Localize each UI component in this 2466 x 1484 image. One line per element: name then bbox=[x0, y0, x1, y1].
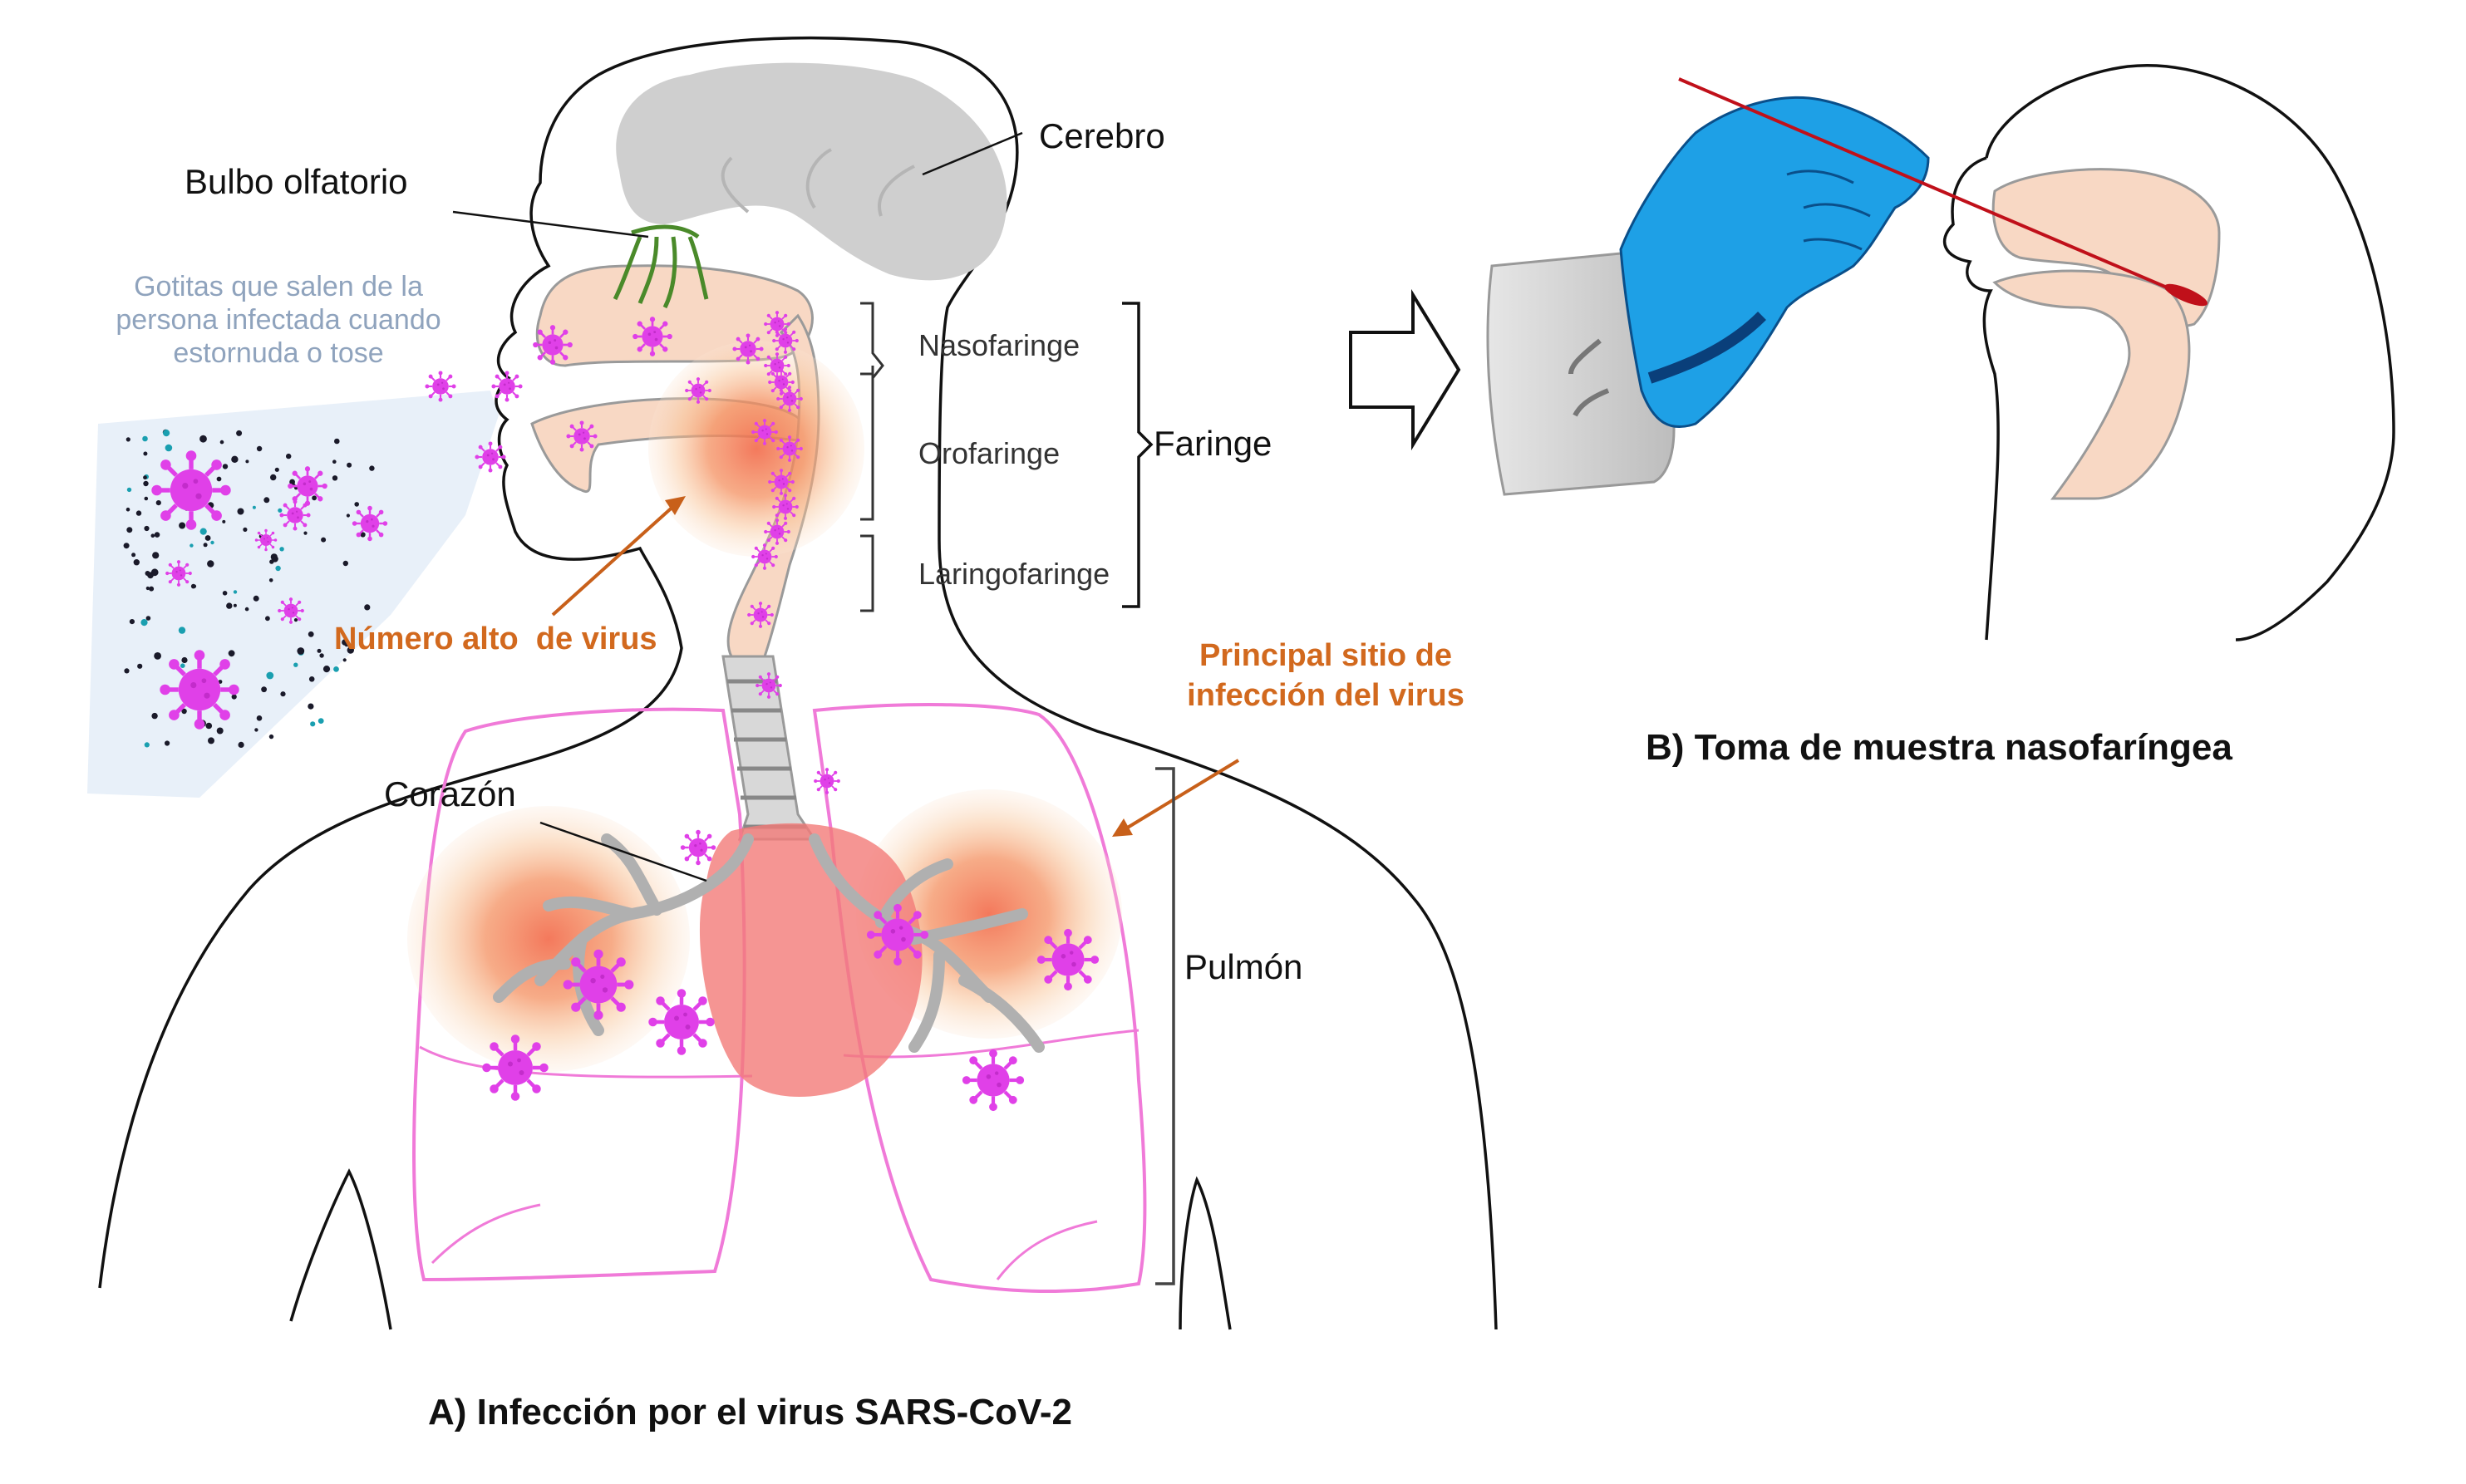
virus-icon bbox=[763, 518, 791, 546]
virus-icon bbox=[648, 989, 715, 1055]
olfactory-bulb bbox=[613, 224, 709, 309]
swab bbox=[1678, 77, 2195, 301]
virus-icon bbox=[813, 767, 841, 795]
virus-icon bbox=[751, 543, 779, 571]
droplet-dots bbox=[123, 429, 375, 749]
virus-icon bbox=[775, 435, 804, 463]
virus-icon bbox=[631, 315, 674, 358]
left-arm-line bbox=[289, 1168, 392, 1330]
label-faringe: Faringe bbox=[1154, 424, 1272, 463]
virus-icon bbox=[254, 528, 278, 552]
virus-icon bbox=[151, 450, 230, 529]
virus-icon bbox=[684, 376, 712, 405]
virus-icon bbox=[165, 559, 193, 587]
bracket-pulmon bbox=[1155, 767, 1175, 1285]
throat-b bbox=[1992, 269, 2191, 500]
virus-icon bbox=[474, 440, 507, 474]
virus-icon bbox=[771, 493, 800, 521]
virus-icon bbox=[755, 671, 783, 700]
virus-icon bbox=[424, 370, 457, 403]
left-lung bbox=[412, 707, 746, 1282]
patient-head-outline bbox=[1943, 64, 2395, 641]
body-outline bbox=[98, 36, 1498, 1330]
right-arm-line bbox=[1179, 1176, 1232, 1330]
virus-icon bbox=[286, 464, 329, 508]
panel-arrow bbox=[1349, 288, 1461, 451]
virus-icon bbox=[531, 323, 574, 366]
caption-panel-b: B) Toma de muestra nasofaríngea bbox=[1646, 727, 2232, 768]
throat-infection-glow bbox=[648, 341, 864, 557]
nasal-cavity bbox=[535, 264, 814, 367]
virus-icon bbox=[1037, 929, 1099, 990]
right-lung-infection-glow bbox=[856, 789, 1122, 1039]
virus-icon bbox=[277, 597, 305, 625]
virus-icon bbox=[746, 601, 775, 629]
glove-hand bbox=[1619, 96, 1930, 429]
virus-icon bbox=[160, 650, 239, 729]
virus-icon bbox=[490, 370, 524, 403]
label-orofaringe: Orofaringe bbox=[918, 436, 1061, 470]
label-laringofaringe: Laringofaringe bbox=[918, 557, 1110, 591]
virus-icon bbox=[278, 499, 312, 532]
label-bulbo-olfatorio: Bulbo olfatorio bbox=[185, 162, 408, 201]
label-nasofaringe: Nasofaringe bbox=[918, 328, 1080, 362]
label-principal-sitio: Principal sitio de infección del virus bbox=[1187, 638, 1464, 713]
virus-icon bbox=[867, 904, 928, 966]
label-gotitas: Gotitas que salen de la persona infectad… bbox=[116, 271, 441, 369]
bracket-faringe bbox=[1122, 302, 1154, 608]
virus-icon bbox=[482, 1034, 549, 1101]
virus-icon bbox=[962, 1049, 1024, 1111]
label-numero-alto: Número alto de virus bbox=[334, 622, 657, 656]
label-pulmon: Pulmón bbox=[1184, 947, 1303, 986]
virus-icon bbox=[767, 468, 795, 496]
virus-icon bbox=[731, 332, 765, 366]
left-lung-infection-glow bbox=[407, 806, 690, 1072]
virus-icon bbox=[751, 418, 779, 446]
virus-icon bbox=[565, 420, 598, 453]
droplet-cloud bbox=[87, 391, 499, 798]
virus-icon bbox=[564, 950, 634, 1020]
label-cerebro: Cerebro bbox=[1039, 116, 1165, 155]
right-lung bbox=[812, 703, 1147, 1294]
bracket-orofaringe bbox=[860, 372, 874, 521]
virus-icon bbox=[775, 385, 804, 413]
bracket-nasofaringe bbox=[860, 302, 884, 382]
virus-icon bbox=[771, 327, 800, 355]
label-corazon: Corazón bbox=[384, 774, 516, 813]
virus-icon bbox=[351, 504, 389, 543]
heart bbox=[699, 823, 923, 1097]
bracket-laringofaringe bbox=[860, 534, 874, 612]
virus-icon bbox=[679, 828, 717, 867]
virus-icon bbox=[763, 351, 791, 380]
caption-panel-a: A) Infección por el virus SARS-CoV-2 bbox=[428, 1392, 1073, 1432]
